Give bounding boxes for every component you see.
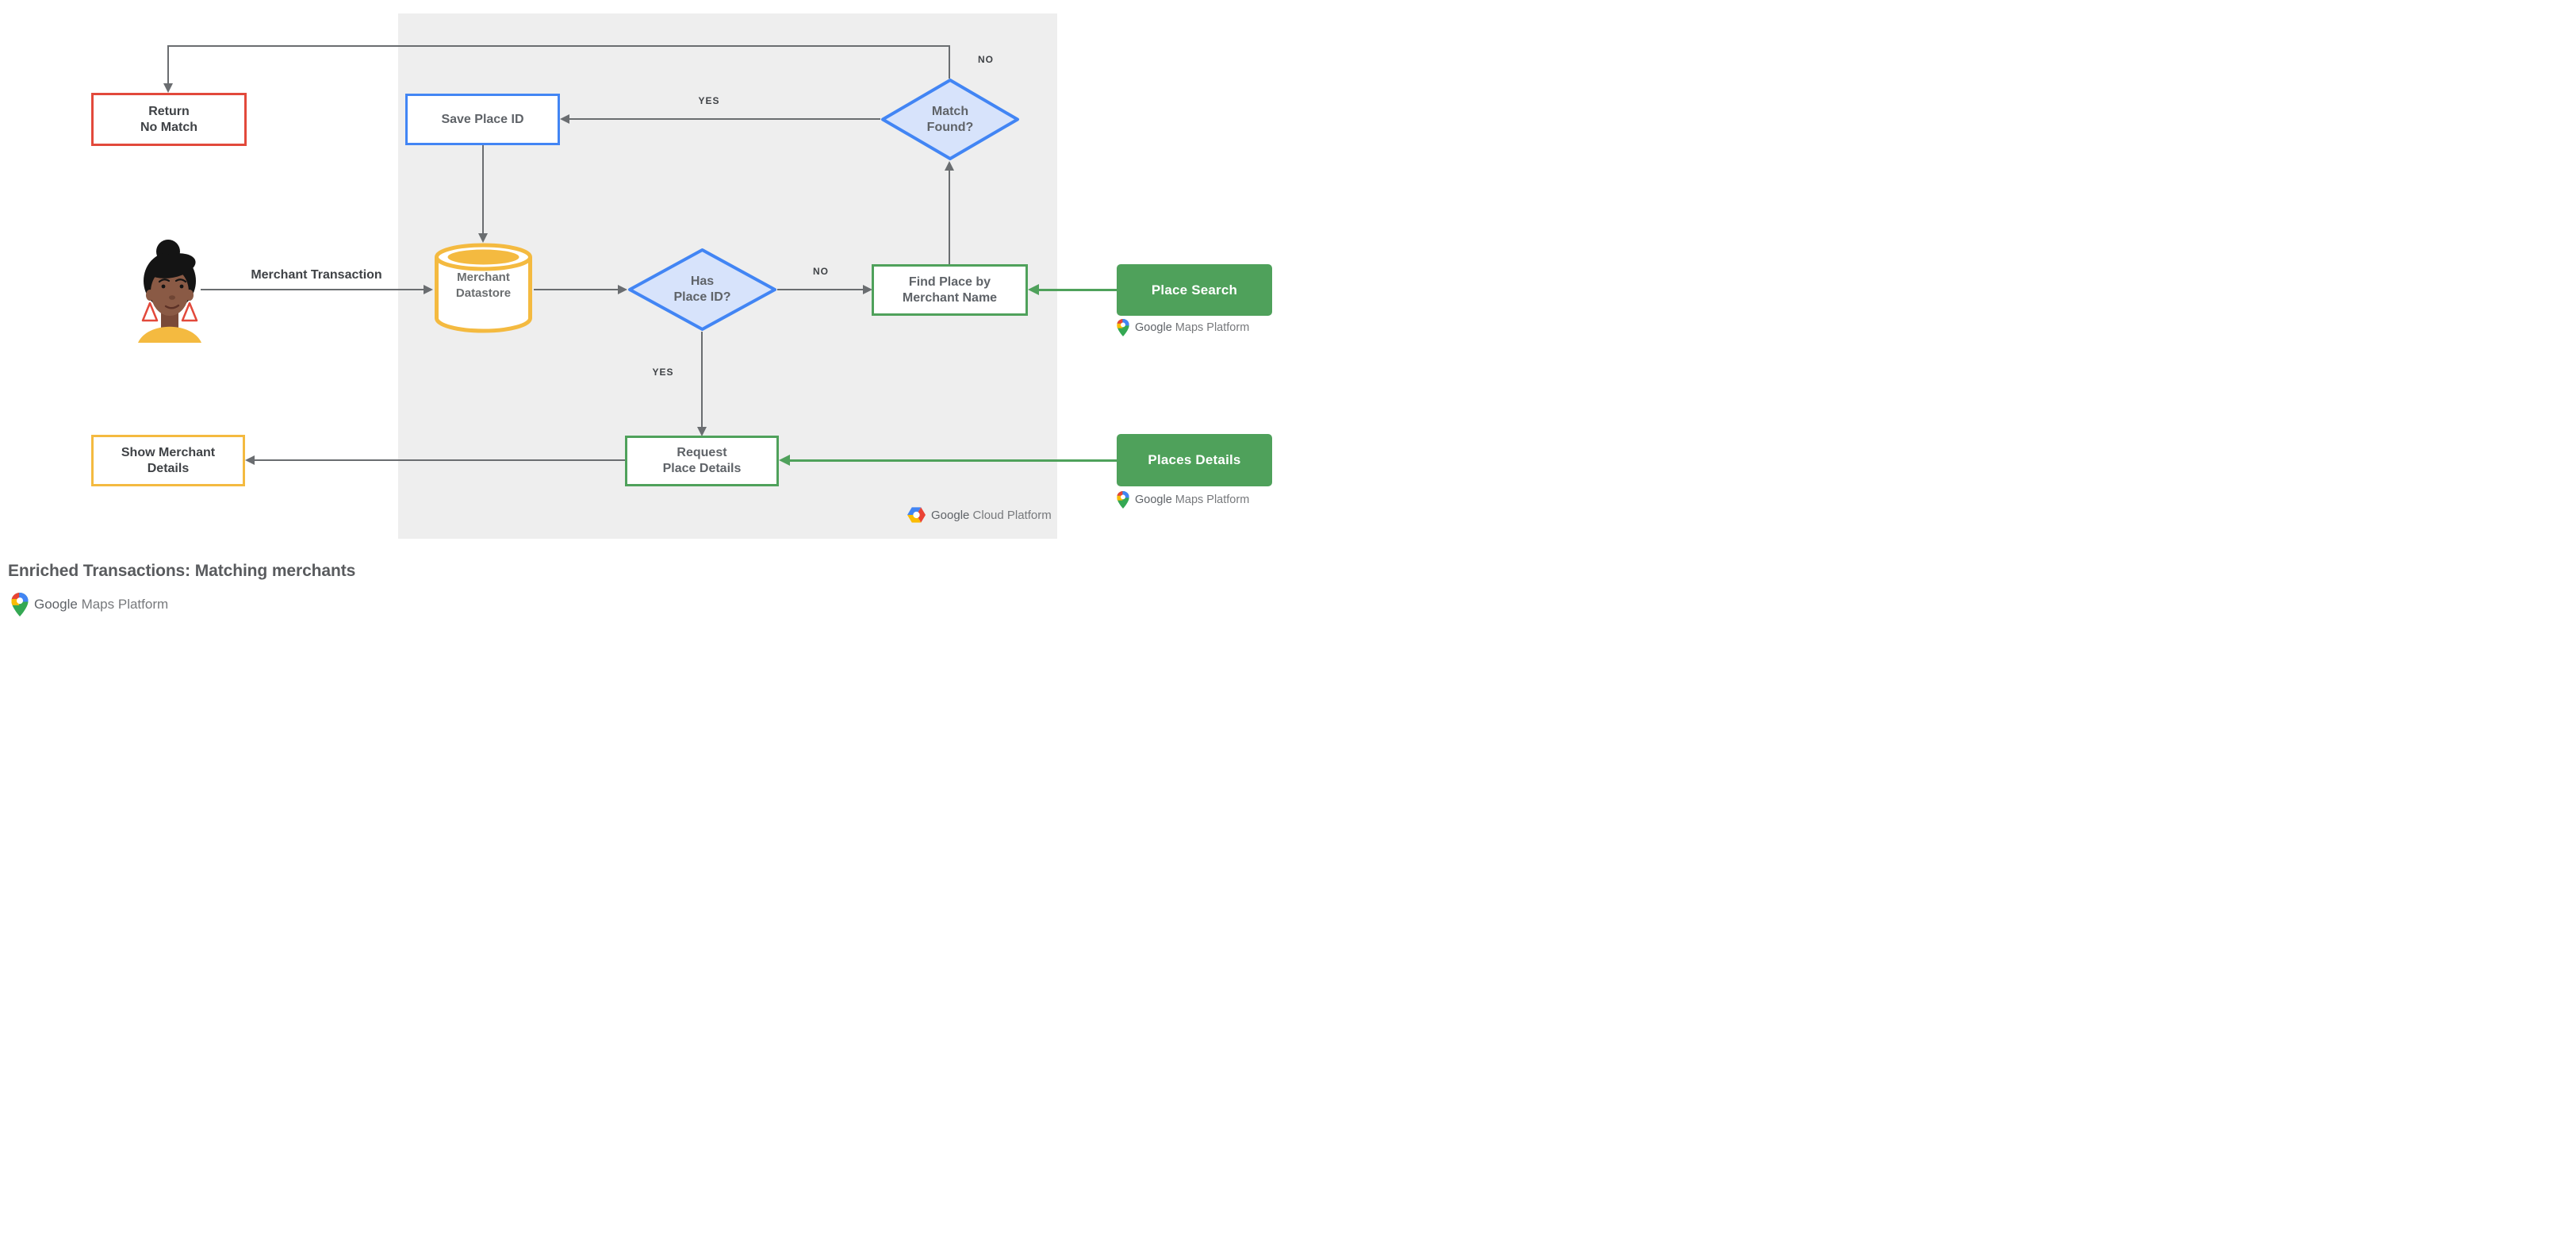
database-cylinder-icon (435, 243, 532, 333)
save-place-id-node: Save Place ID (405, 94, 560, 145)
green-arrowhead-into-findplace (1028, 284, 1039, 295)
gmp-logo-text: Google Maps Platform (1135, 494, 1250, 506)
merchant-transaction-label: Merchant Transaction (251, 268, 382, 282)
arrowhead-into-return (163, 83, 173, 93)
diagram-title: Enriched Transactions: Matching merchant… (8, 562, 356, 580)
edge-findplace-to-match (949, 171, 950, 264)
gmp-logo-footer: Google Maps Platform (11, 593, 168, 616)
match-found-label: Match Found? (926, 104, 974, 134)
edge-datastore-to-hasplaceid (534, 289, 618, 290)
arrowhead-into-show (245, 455, 255, 465)
request-place-details-label: Request Place Details (662, 446, 742, 475)
merchant-datastore-node: Merchant Datastore (433, 243, 534, 335)
arrowhead-into-datastore (424, 285, 433, 294)
maps-pin-icon (11, 593, 29, 616)
edge-hasplaceid-yes (701, 332, 703, 427)
edge-label-has-no: NO (813, 266, 829, 277)
maps-pin-icon (1117, 319, 1129, 336)
show-merchant-details-node: Show Merchant Details (91, 435, 245, 486)
edge-hasplaceid-no (777, 289, 863, 290)
place-search-label: Place Search (1151, 282, 1238, 298)
save-place-id-label: Save Place ID (441, 112, 524, 126)
merchant-datastore-label: Merchant Datastore (455, 271, 512, 300)
places-details-api-node: Places Details (1117, 434, 1272, 486)
edge-label-match-no: NO (978, 54, 994, 65)
find-place-node: Find Place by Merchant Name (872, 264, 1028, 316)
edge-request-to-show (255, 459, 625, 461)
place-search-api-node: Place Search (1117, 264, 1272, 316)
maps-pin-icon (1117, 491, 1129, 509)
arrowhead-down-datastore (478, 233, 488, 243)
edge-placesdetails-to-request (790, 459, 1117, 462)
edge-merchant-to-datastore (201, 289, 424, 290)
arrowhead-into-request (697, 427, 707, 436)
request-place-details-node: Request Place Details (625, 436, 779, 486)
edge-match-no-down (167, 45, 169, 83)
arrowhead-into-hasplaceid (618, 285, 627, 294)
person-icon (138, 240, 201, 343)
show-merchant-details-label: Show Merchant Details (121, 445, 216, 475)
return-no-match-node: Return No Match (91, 93, 247, 146)
green-arrowhead-into-request (779, 455, 790, 466)
flowchart-canvas: NO YES YES NO Return No Match Save Place… (0, 0, 1288, 626)
gcp-hexagon-icon (907, 507, 926, 523)
has-place-id-decision: Has Place ID? (627, 248, 777, 332)
diamond-shape-icon (881, 79, 1019, 160)
find-place-label: Find Place by Merchant Name (902, 275, 998, 305)
arrowhead-into-match (945, 161, 954, 171)
gmp-logo-places-details: Google Maps Platform (1117, 491, 1249, 509)
gcp-logo: Google Cloud Platform (907, 507, 1052, 523)
gmp-logo-text: Google Maps Platform (34, 597, 169, 612)
user-avatar (136, 238, 203, 343)
has-place-id-label: Has Place ID? (673, 275, 731, 304)
edge-label-match-yes: YES (698, 95, 720, 106)
return-no-match-label: Return No Match (140, 104, 197, 134)
gmp-logo-text: Google Maps Platform (1135, 321, 1250, 334)
edge-match-yes (569, 118, 880, 120)
edge-save-to-datastore (482, 145, 484, 233)
places-details-label: Places Details (1148, 452, 1241, 468)
diamond-shape-icon (628, 248, 776, 331)
edge-match-no-across (167, 45, 950, 47)
arrowhead-into-findplace (863, 285, 872, 294)
gcp-logo-text: Google Cloud Platform (931, 508, 1052, 522)
edge-match-no-up (949, 45, 950, 79)
arrowhead-into-save (560, 114, 569, 124)
edge-placesearch-to-findplace (1039, 289, 1117, 291)
edge-label-has-yes: YES (652, 367, 674, 378)
match-found-decision: Match Found? (880, 78, 1020, 161)
gmp-logo-place-search: Google Maps Platform (1117, 319, 1249, 336)
